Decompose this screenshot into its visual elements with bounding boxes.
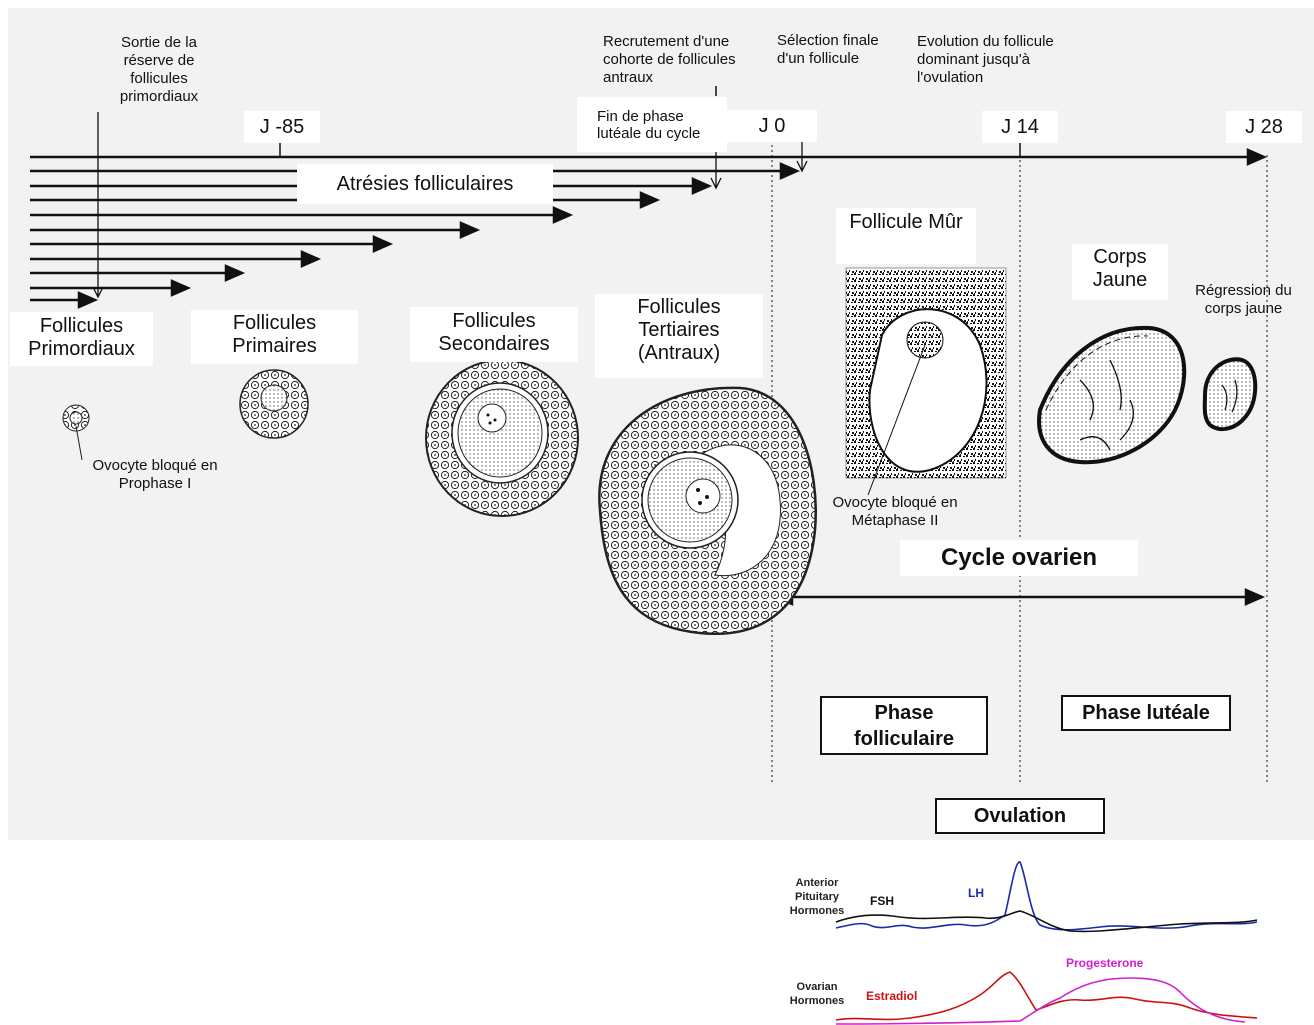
fsh-curve <box>836 911 1257 931</box>
ovulation-label: Ovulation <box>935 798 1105 834</box>
annotation-sortie: Sortie de la réserve de follicules primo… <box>112 34 206 106</box>
annotation-regression: Régression du corps jaune <box>1186 282 1301 318</box>
stage-tertiaires: Follicules Tertiaires (Antraux) <box>595 294 763 378</box>
ovarian-hormones-label: Ovarian Hormones <box>782 980 852 1008</box>
primary-follicle-drawing <box>240 370 308 438</box>
cycle-ovarien-label: Cycle ovarien <box>900 540 1138 576</box>
tertiary-follicle-drawing <box>599 388 815 634</box>
mature-follicle-drawing <box>846 268 1006 495</box>
annotation-ovocyte-metaphase: Ovocyte bloqué en Métaphase II <box>822 494 968 530</box>
secondary-follicle-drawing <box>426 360 578 516</box>
regressing-corpus-luteum-drawing <box>1205 359 1256 429</box>
annotation-evolution: Evolution du follicule dominant jusqu'à … <box>917 33 1067 87</box>
phase-luteale-label: Phase lutéale <box>1061 695 1231 731</box>
annotation-recrutement: Recrutement d'une cohorte de follicules … <box>603 33 763 87</box>
timeline-j85: J -85 <box>244 111 320 143</box>
stage-mur: Follicule Mûr <box>836 208 976 264</box>
estradiol-label: Estradiol <box>866 989 917 1003</box>
timeline-j28: J 28 <box>1226 111 1302 143</box>
stage-primaires: Follicules Primaires <box>191 310 358 364</box>
corpus-luteum-drawing <box>1039 328 1184 462</box>
primordial-follicle-drawing <box>63 405 89 460</box>
stage-primordiaux: Follicules Primordiaux <box>10 312 153 366</box>
annotation-selection: Sélection finale d'un follicule <box>777 32 902 68</box>
cycle-span-arrow <box>776 590 1262 604</box>
annotation-ovocyte-prophase: Ovocyte bloqué en Prophase I <box>82 457 228 493</box>
annotation-fin-phase: Fin de phase lutéale du cycle <box>577 97 727 152</box>
timeline-j0: J 0 <box>727 110 817 142</box>
phase-folliculaire-label: Phase folliculaire <box>820 696 988 755</box>
atresia-label: Atrésies folliculaires <box>297 164 553 204</box>
stage-secondaires: Follicules Secondaires <box>410 307 578 362</box>
stage-corps-jaune: Corps Jaune <box>1072 244 1168 300</box>
fsh-label: FSH <box>870 894 894 908</box>
lh-label: LH <box>968 886 984 900</box>
lh-curve <box>836 862 1257 930</box>
progesterone-label: Progesterone <box>1066 956 1143 970</box>
pituitary-hormones-label: Anterior Pituitary Hormones <box>782 876 852 918</box>
timeline-j14: J 14 <box>982 111 1058 143</box>
